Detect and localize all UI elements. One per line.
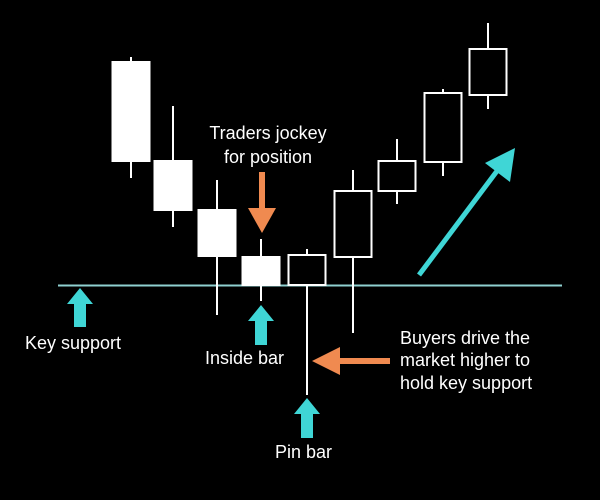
- traders-label-line-1: Traders jockey: [209, 123, 326, 143]
- candle-body: [197, 209, 237, 257]
- bearish-candle-3: [197, 180, 237, 315]
- bullish-candle-2: [377, 139, 417, 204]
- candle-body: [377, 160, 417, 192]
- candle-body: [111, 61, 151, 162]
- pin-bar-label: Pin bar: [275, 442, 332, 462]
- orange-left-arrow-icon: [312, 347, 390, 375]
- bullish-candle-1: [333, 170, 373, 333]
- candle-body: [423, 92, 463, 163]
- inside-bar-label: Inside bar: [205, 348, 284, 368]
- bearish-candle-2: [153, 106, 193, 227]
- candle-body: [153, 160, 193, 211]
- bullish-candle-3: [423, 89, 463, 176]
- pin-bar-candle: [287, 249, 327, 395]
- bullish-candle-4: [468, 23, 508, 109]
- buyers-label-line-3: hold key support: [400, 373, 532, 393]
- cyan-up-arrow-icon: [294, 398, 320, 438]
- inside-bar-candle: [241, 239, 281, 301]
- buyers-label-line-1: Buyers drive the: [400, 328, 530, 348]
- candle-body: [287, 254, 327, 286]
- candle-body: [333, 190, 373, 258]
- cyan-trend-arrow-icon: [417, 148, 515, 277]
- cyan-up-arrow-icon: [248, 305, 274, 345]
- cyan-up-arrow-icon: [67, 288, 93, 327]
- buyers-label-line-2: market higher to: [400, 350, 530, 370]
- candle-body: [468, 48, 508, 96]
- key-support-label: Key support: [25, 333, 121, 353]
- bearish-candle-1: [111, 57, 151, 178]
- candle-body: [241, 256, 281, 286]
- traders-label-line-2: for position: [224, 147, 312, 167]
- orange-down-arrow-icon: [248, 172, 276, 233]
